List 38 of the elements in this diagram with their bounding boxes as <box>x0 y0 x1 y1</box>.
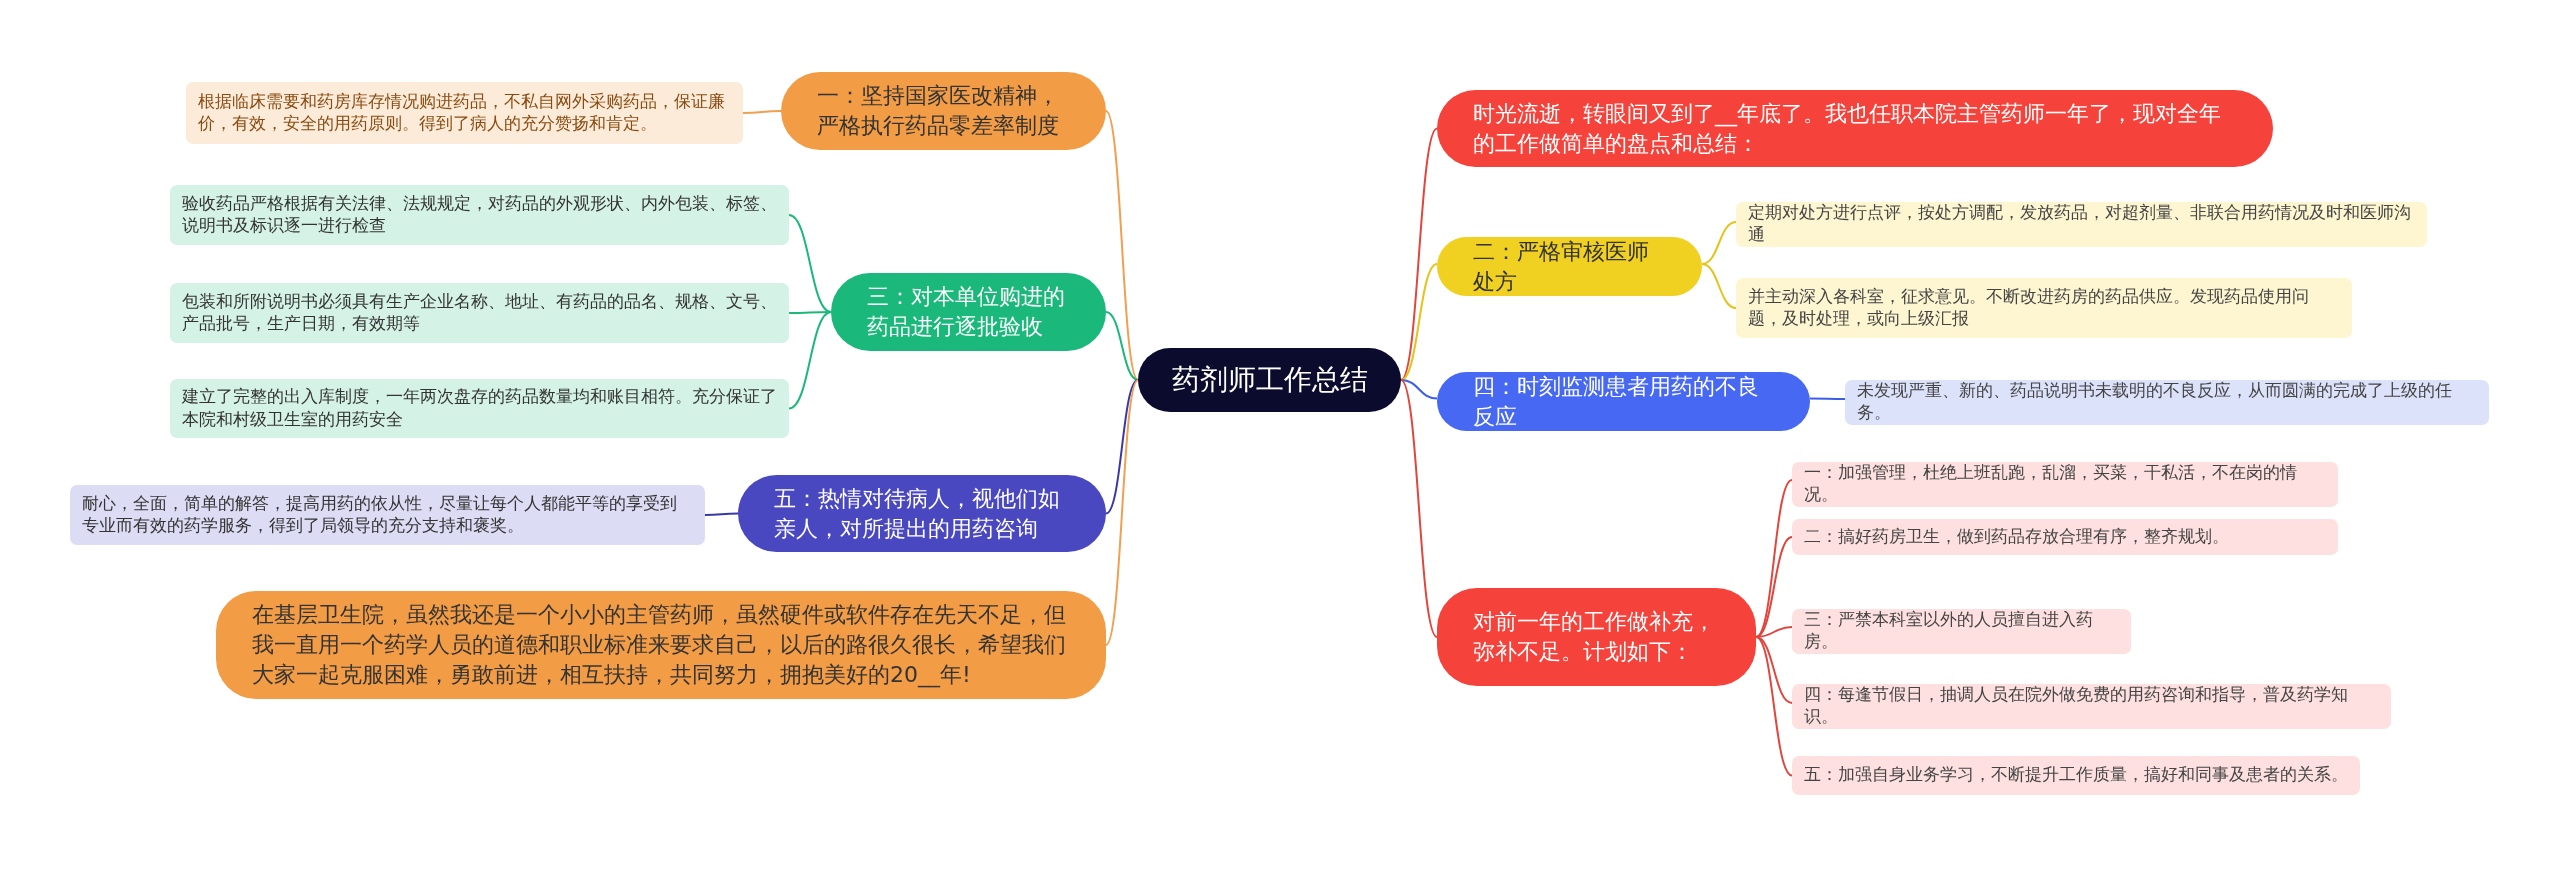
note-box: 未发现严重、新的、药品说明书未载明的不良反应，从而圆满的完成了上级的任务。 <box>1845 380 2489 425</box>
connector-line <box>1755 536 1793 638</box>
note-box: 五：加强自身业务学习，不断提升工作质量，搞好和同事及患者的关系。 <box>1792 756 2360 795</box>
note-box: 四：每逢节假日，抽调人员在院外做免费的用药咨询和指导，普及药学知识。 <box>1792 684 2391 729</box>
connector-line <box>704 512 739 516</box>
note-box: 根据临床需要和药房库存情况购进药品，不私自网外采购药品，保证廉价，有效，安全的用药原则。得到了病人的充分赞扬和肯定。 <box>186 82 743 144</box>
topic-box: 时光流逝，转眼间又到了__年底了。我也任职本院主管药师一年了，现对全年的工作做简单的盘点和总结： <box>1437 90 2273 167</box>
note-box: 包装和所附说明书必须具有生产企业名称、地址、有药品的品名、规格、文号、产品批号，生产日期，有效期等 <box>170 283 789 343</box>
connector-line <box>1400 379 1438 400</box>
note-box: 建立了完整的出入库制度，一年两次盘存的药品数量均和账目相符。充分保证了本院和村级卫生室的用药安全 <box>170 379 789 438</box>
note-box: 耐心，全面，简单的解答，提高用药的依从性，尽量让每个人都能平等的享受到专业而有效的药学服务，得到了局领导的充分支持和褒奖。 <box>70 485 705 545</box>
connector-line <box>1400 263 1438 381</box>
connector-line <box>788 214 832 313</box>
note-box: 三：严禁本科室以外的人员擅自进入药房。 <box>1792 609 2131 654</box>
connector-line <box>1400 379 1438 638</box>
connector-line <box>1809 397 1846 400</box>
central-topic: 药剂师工作总结 <box>1138 348 1401 412</box>
topic-box: 一：坚持国家医改精神，严格执行药品零差率制度 <box>781 72 1106 150</box>
note-box: 验收药品严格根据有关法律、法规规定，对药品的外观形状、内外包装、标签、说明书及标识逐一进行检查 <box>170 185 789 245</box>
connector-line <box>1701 263 1737 309</box>
connector-line <box>1400 127 1438 381</box>
connector-line <box>788 311 832 410</box>
topic-box: 二：严格审核医师处方 <box>1437 237 1702 297</box>
connector-line <box>1105 379 1139 646</box>
connector-line <box>1755 636 1793 777</box>
note-box: 并主动深入各科室，征求意见。不断改进药房的药品供应。发现药品使用问题，及时处理，或向上级汇报 <box>1736 278 2352 338</box>
note-box: 定期对处方进行点评，按处方调配，发放药品，对超剂量、非联合用药情况及时和医师沟通 <box>1736 202 2427 247</box>
topic-box: 在基层卫生院，虽然我还是一个小小的主管药师，虽然硬件或软件存在先天不足，但我一直用一个药学人员的道德和职业标准来要求自己，以后的路很久很长，希望我们大家一起克服困难，勇敢前进，相互扶持，共同努力，拥抱美好的20__年! <box>216 591 1106 699</box>
topic-box: 对前一年的工作做补充，弥补不足。计划如下： <box>1437 588 1756 686</box>
connector-line <box>1105 110 1139 381</box>
connector-line <box>742 110 782 114</box>
connector-line <box>1105 379 1139 515</box>
connector-line <box>1105 311 1139 381</box>
topic-box: 五：热情对待病人，视他们如亲人，对所提出的用药咨询 <box>738 475 1106 552</box>
note-box: 二：搞好药房卫生，做到药品存放合理有序，整齐规划。 <box>1792 519 2338 555</box>
topic-box: 三：对本单位购进的药品进行逐批验收 <box>831 273 1106 351</box>
note-box: 一：加强管理，杜绝上班乱跑，乱溜，买菜，干私活，不在岗的情况。 <box>1792 462 2338 507</box>
topic-box: 四：时刻监测患者用药的不良反应 <box>1437 372 1810 432</box>
